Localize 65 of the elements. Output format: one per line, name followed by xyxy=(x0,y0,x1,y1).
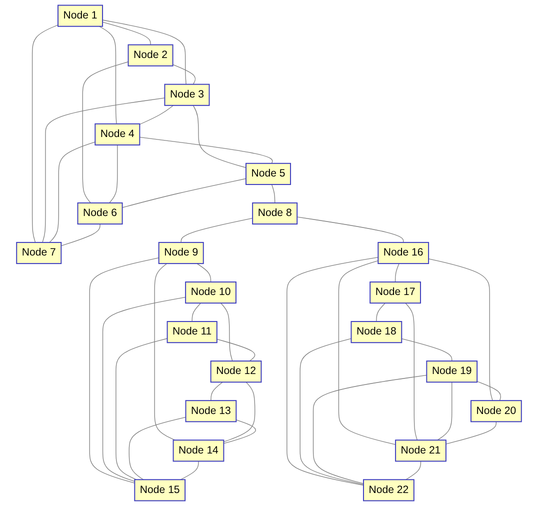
connector xyxy=(271,184,276,204)
connector xyxy=(172,64,196,85)
connector xyxy=(154,263,176,440)
connector xyxy=(89,257,160,484)
node-box: Node 4 xyxy=(94,123,140,146)
node-box: Node 1 xyxy=(58,4,104,27)
connector xyxy=(60,224,100,246)
node-box: Node 15 xyxy=(134,479,186,502)
node-box: Node 8 xyxy=(252,202,298,224)
connector xyxy=(405,460,422,480)
connector xyxy=(437,382,452,440)
connector xyxy=(139,136,273,164)
connector xyxy=(98,26,117,124)
node-box: Node 7 xyxy=(16,242,62,264)
connector xyxy=(108,144,118,204)
node-box: Node 5 xyxy=(245,162,291,185)
connector xyxy=(122,178,246,208)
connector xyxy=(139,105,174,125)
connector xyxy=(338,260,396,445)
connector xyxy=(376,302,386,322)
connector xyxy=(312,374,427,484)
connector xyxy=(210,382,223,401)
connector xyxy=(476,381,502,401)
connector xyxy=(401,338,452,362)
node-box: Node 2 xyxy=(128,44,174,66)
connector xyxy=(286,256,378,486)
connector xyxy=(220,302,233,362)
node-box: Node 21 xyxy=(395,440,446,462)
connector xyxy=(296,216,404,243)
node-box: Node 19 xyxy=(426,360,478,383)
node-box: Node 22 xyxy=(363,479,414,502)
connector xyxy=(42,98,166,243)
node-box: Node 3 xyxy=(164,84,210,106)
connector xyxy=(300,338,364,485)
node-box: Node 12 xyxy=(210,360,262,383)
connector xyxy=(428,258,493,401)
connector xyxy=(128,416,186,480)
connector xyxy=(192,302,202,322)
connector xyxy=(82,62,129,204)
node-box: Node 13 xyxy=(185,400,237,422)
connector xyxy=(223,420,256,444)
node-box: Node 9 xyxy=(158,242,204,264)
connector xyxy=(405,302,418,440)
node-box: Node 18 xyxy=(350,321,402,344)
node-box: Node 14 xyxy=(172,440,224,462)
connector xyxy=(394,263,400,282)
connector xyxy=(116,338,168,480)
node-box: Node 6 xyxy=(77,202,123,224)
node-box: Node 17 xyxy=(370,282,421,304)
connector xyxy=(223,382,256,442)
node-box: Node 20 xyxy=(470,400,522,422)
connector xyxy=(49,142,96,243)
connector xyxy=(196,263,212,282)
connector xyxy=(216,338,256,362)
node-box: Node 10 xyxy=(185,282,236,304)
node-box: Node 16 xyxy=(378,242,430,264)
connector xyxy=(102,22,151,46)
node-box: Node 11 xyxy=(166,321,218,344)
connector xyxy=(180,460,199,480)
connector xyxy=(192,105,246,168)
connector xyxy=(180,218,253,243)
connector xyxy=(446,421,496,444)
connector xyxy=(102,296,186,482)
connector xyxy=(32,24,58,243)
connector xyxy=(102,20,186,85)
